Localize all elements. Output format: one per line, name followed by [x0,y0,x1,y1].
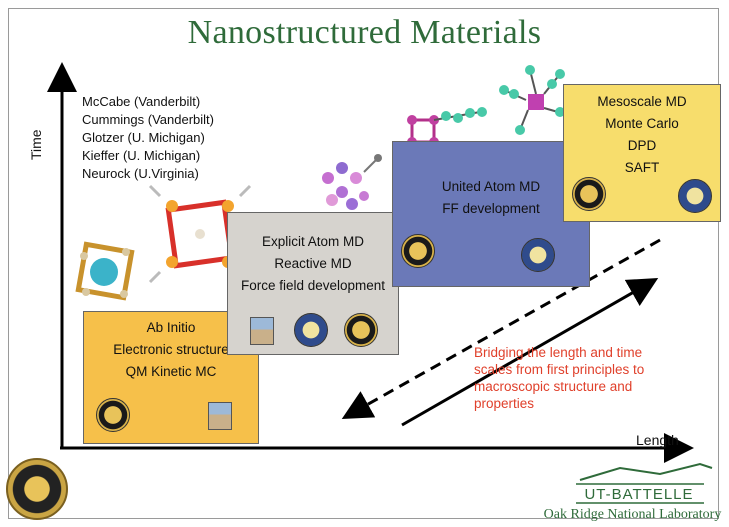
box-line: SAFT [624,160,660,175]
dashed-arrow [341,238,661,419]
x-axis-label: Length [636,432,679,448]
molecule-ring-icon [322,154,382,210]
michigan-seal-icon [678,179,712,213]
vanderbilt-seal-icon [96,398,130,432]
box-line: Force field development [240,278,386,293]
building-logo-icon [250,317,274,345]
vanderbilt-seal-icon [572,177,606,211]
box-line: DPD [627,138,657,153]
michigan-seal-icon [521,238,555,272]
box-line: Electronic structure [113,342,229,357]
vanderbilt-seal-icon [6,458,68,520]
box-line: United Atom MD [441,179,541,194]
callout-line: Bridging the length and time [474,345,643,360]
vanderbilt-seal-icon [344,313,378,347]
box-line: Monte Carlo [605,116,679,131]
callout-line: macroscopic structure and [474,379,633,394]
author-item: Neurock (U.Virginia) [82,166,199,181]
author-item: Cummings (Vanderbilt) [82,112,214,127]
box-line: FF development [442,201,540,216]
bridging-callout: Bridging the length and time scales from… [474,344,644,412]
vanderbilt-seal-icon [401,234,435,268]
building-logo-icon [208,402,232,430]
slide-title: Nanostructured Materials [187,14,542,51]
callout-line: scales from first principles to [474,362,645,377]
author-item: McCabe (Vanderbilt) [82,94,201,109]
method-box-explicit-atom: Explicit Atom MD Reactive MD Force field… [227,212,399,355]
author-list: McCabe (Vanderbilt) Cummings (Vanderbilt… [82,93,214,183]
author-item: Kieffer (U. Michigan) [82,148,201,163]
box-line: Ab Initio [146,320,196,335]
michigan-seal-icon [294,313,328,347]
ut-battelle-text: UT-BATTELLE [584,486,694,503]
solid-arrow [401,278,659,427]
method-box-mesoscale: Mesoscale MD Monte Carlo DPD SAFT [563,84,721,222]
box-line: Mesoscale MD [597,94,687,109]
box-line: Reactive MD [274,256,352,271]
author-item: Glotzer (U. Michigan) [82,130,205,145]
callout-line: properties [474,396,535,411]
ornl-text: Oak Ridge National Laboratory [543,507,722,522]
box-line: QM Kinetic MC [125,364,217,379]
box-line: Explicit Atom MD [261,234,365,249]
molecule-cage-icon [75,241,135,301]
